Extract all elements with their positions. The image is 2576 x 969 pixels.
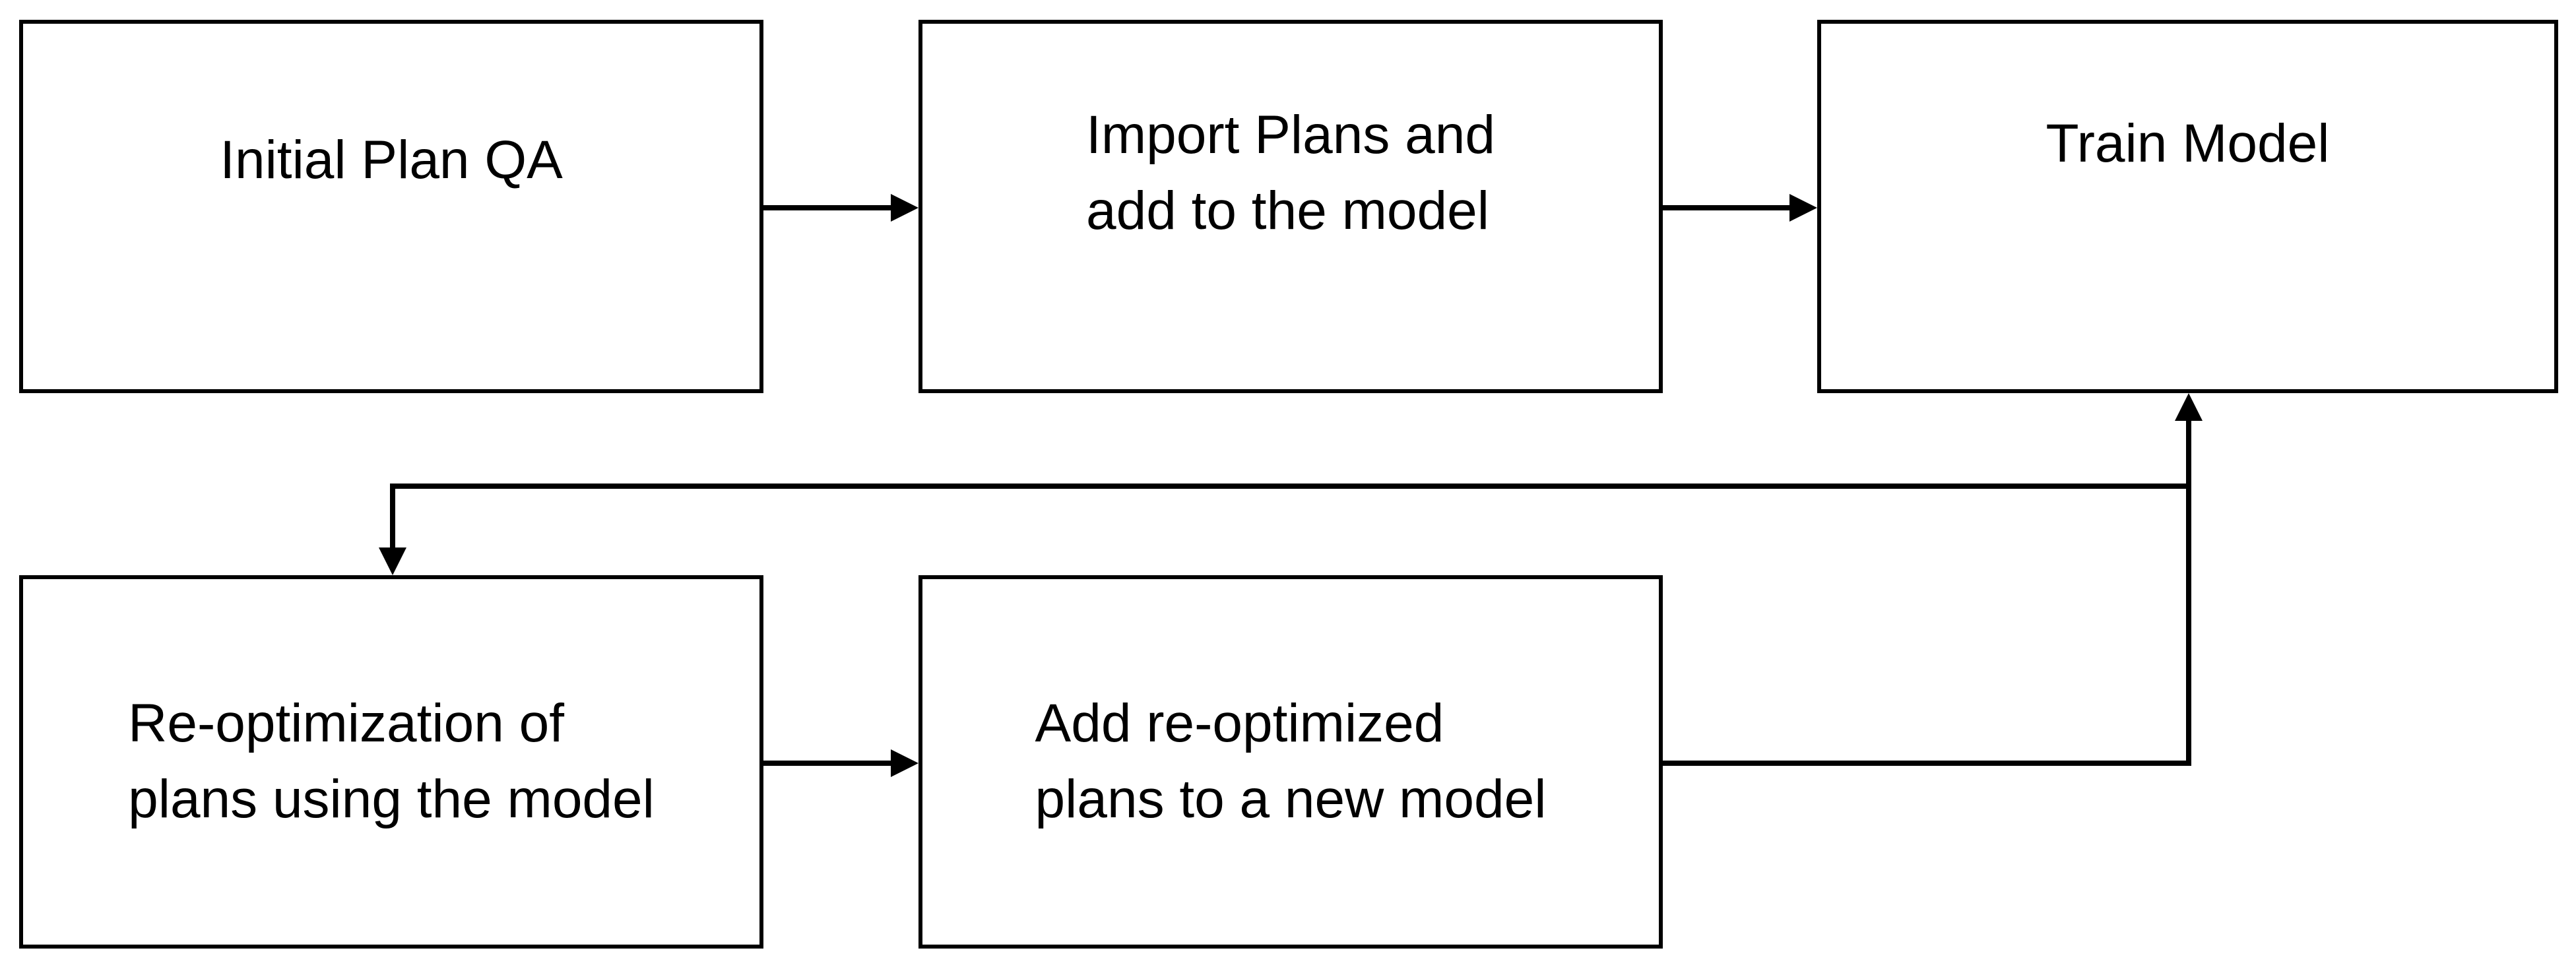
arrowhead-down-icon	[379, 547, 406, 575]
flow-box-label: Initial Plan QA	[220, 129, 563, 190]
arrowhead-up-icon	[2175, 393, 2203, 421]
flow-box-label: Train Model	[2045, 113, 2330, 173]
flow-box-add-reoptimized: Add re-optimized plans to a new model	[918, 575, 1663, 949]
arrow-line	[763, 761, 899, 766]
feedback-left-vertical-line	[390, 484, 395, 549]
arrowhead-right-icon	[891, 749, 918, 777]
arrowhead-right-icon	[891, 194, 918, 222]
arrow-line	[763, 205, 899, 210]
feedback-bottom-horizontal-line	[1663, 761, 2191, 766]
arrowhead-right-icon	[1789, 194, 1817, 222]
flow-box-reoptimize-plans: Re-optimization of plans using the model	[19, 575, 763, 949]
flow-box-train-model: Train Model	[1817, 20, 2558, 393]
flow-box-label: Re-optimization of plans using the model	[128, 693, 655, 829]
flow-box-initial-plan-qa: Initial Plan QA	[19, 20, 763, 393]
arrow-line	[1663, 205, 1798, 210]
flow-box-label: Add re-optimized plans to a new model	[1035, 693, 1547, 829]
flow-box-import-plans: Import Plans and add to the model	[918, 20, 1663, 393]
feedback-right-vertical-line	[2186, 418, 2191, 766]
flow-box-label: Import Plans and add to the model	[1086, 105, 1495, 241]
feedback-horizontal-line	[393, 484, 2191, 489]
